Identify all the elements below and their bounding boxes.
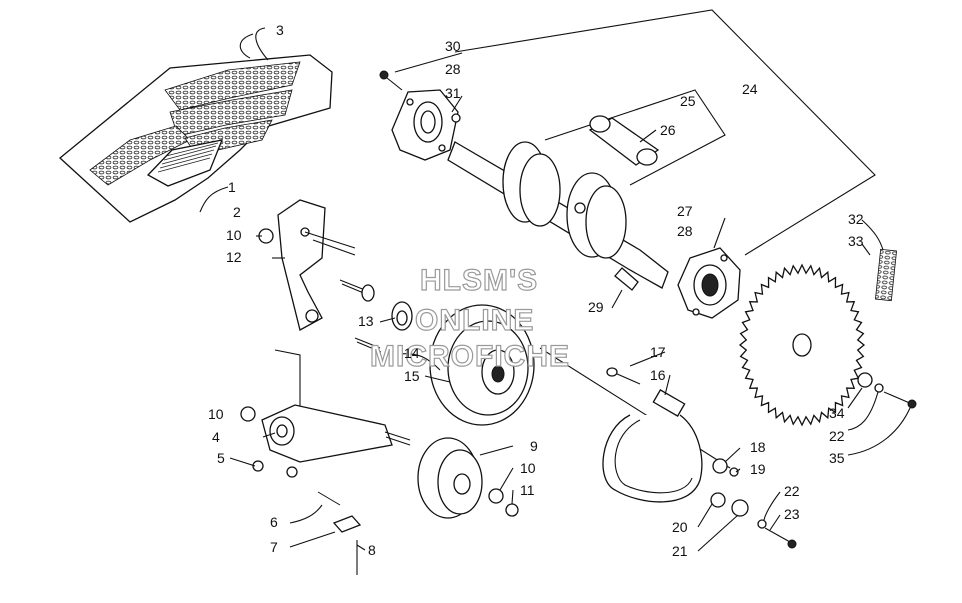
brake-band-illustration [602,367,797,549]
callout-10a: 10 [226,227,242,243]
callout-labels: 1 2 3 4 5 6 7 8 9 10 10 10 11 12 13 14 1… [208,22,864,559]
callout-28b: 28 [677,223,693,239]
callout-1: 1 [228,179,236,195]
callout-24: 24 [742,81,758,97]
callout-26: 26 [660,122,676,138]
brake-bracket-illustration [258,199,731,469]
callout-13: 13 [358,313,374,329]
callout-20: 20 [672,519,688,535]
callout-22b: 22 [829,428,845,444]
callout-28a: 28 [445,61,461,77]
callout-31: 31 [445,85,461,101]
tensioner-illustration [240,349,519,575]
callout-35: 35 [829,450,845,466]
callout-8: 8 [368,542,376,558]
callout-34: 34 [829,405,845,421]
sprocket-illustration [738,248,917,427]
callout-21: 21 [672,543,688,559]
callout-32: 32 [848,211,864,227]
callout-15: 15 [404,368,420,384]
callout-30: 30 [445,38,461,54]
guard-plate-illustration [59,27,333,223]
callout-27: 27 [677,203,693,219]
callout-22a: 22 [784,483,800,499]
callout-3: 3 [276,22,284,38]
callout-6: 6 [270,514,278,530]
callout-18: 18 [750,439,766,455]
callout-7: 7 [270,539,278,555]
callout-29: 29 [588,299,604,315]
callout-5: 5 [217,450,225,466]
watermark-line1: HLSM'S [420,264,538,297]
callout-12: 12 [226,249,242,265]
callout-10c: 10 [520,460,536,476]
callout-2: 2 [233,204,241,220]
callout-16: 16 [650,367,666,383]
callout-4: 4 [212,429,220,445]
callout-23: 23 [784,506,800,522]
callout-33: 33 [848,233,864,249]
callout-25: 25 [680,93,696,109]
callout-19: 19 [750,461,766,477]
callout-17: 17 [650,344,666,360]
watermark-line2: ONLINE [415,304,534,337]
callout-9: 9 [530,438,538,454]
driven-shaft-assembly-illustration [379,9,876,319]
leader-lines [199,33,911,552]
callout-14: 14 [404,345,420,361]
callout-11: 11 [520,482,535,498]
callout-10b: 10 [208,406,224,422]
watermark-line3: MICROFICHE [370,340,570,373]
watermark: HLSM'S ONLINE MICROFICHE [369,263,570,373]
